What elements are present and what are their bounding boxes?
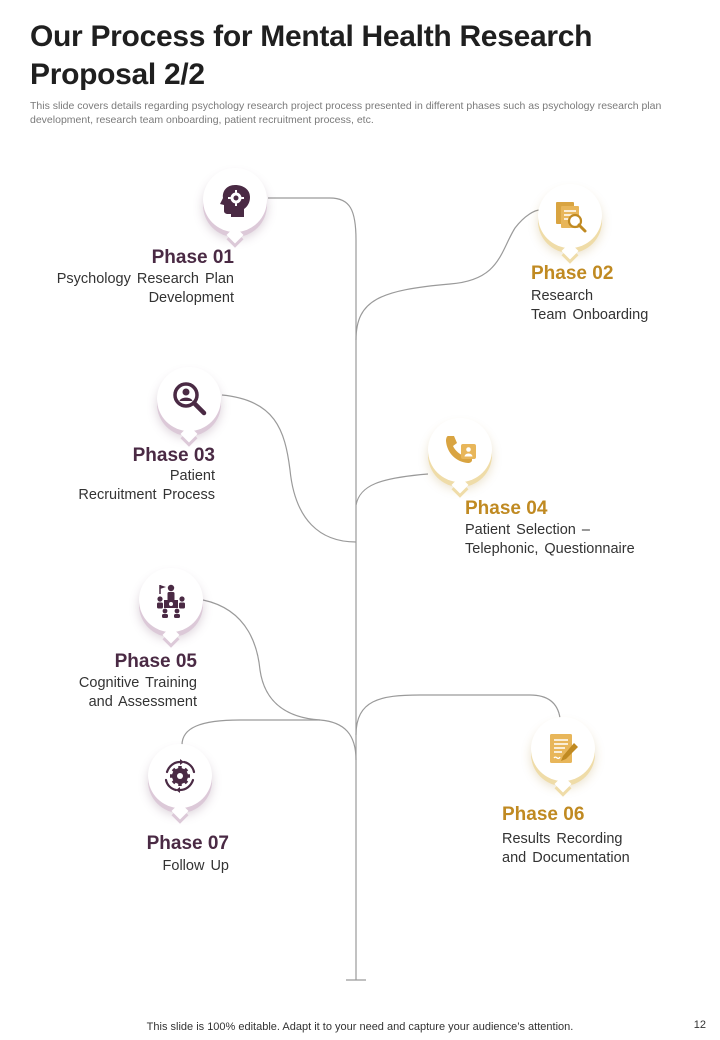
phase-02-desc-line-1: Research (531, 288, 594, 304)
gear-cycle-icon (164, 759, 196, 793)
branch-phase-01 (268, 197, 357, 340)
phase-01-badge (203, 168, 267, 244)
phase-02-desc-line-2: Team Onboarding (531, 307, 649, 323)
branch-phase-07 (181, 719, 320, 746)
phase-06-badge (531, 717, 595, 793)
page-title: Our Process for Mental Health Research P… (30, 20, 593, 91)
phase-02-title: Phase 02 (531, 263, 614, 284)
phase-04-desc-line-1: Patient Selection – (465, 522, 590, 538)
branch-phase-06 (355, 694, 561, 736)
phase-04-title: Phase 04 (465, 498, 548, 519)
person-search-icon (173, 382, 207, 416)
phase-02-badge (538, 184, 602, 260)
phase-01-desc-line-2: Development (148, 290, 234, 306)
phase-06-desc-line-2: and Documentation (502, 850, 630, 866)
phase-07-badge (148, 744, 212, 820)
branch-phase-05 (202, 599, 357, 761)
document-signing-icon (550, 734, 578, 763)
phase-05-title: Phase 05 (114, 651, 197, 672)
team-presentation-icon (157, 584, 185, 618)
phase-05-desc-line-1: Cognitive Training (78, 675, 197, 691)
branch-phase-03 (221, 394, 357, 543)
phase-04-badge (428, 418, 492, 494)
phase-05-desc-line-2: and Assessment (88, 694, 197, 710)
phase-03-title: Phase 03 (132, 445, 215, 466)
phase-06-title: Phase 06 (502, 804, 585, 825)
phase-03-desc-line-1: Patient (169, 468, 215, 484)
page-subtitle: This slide covers details regarding psyc… (30, 100, 662, 126)
branch-phase-04 (355, 473, 429, 506)
phase-06-desc-line-1: Results Recording (502, 831, 623, 847)
brain-gear-icon (220, 185, 250, 217)
phase-01-title: Phase 01 (151, 247, 234, 268)
phase-07-desc-line-1: Follow Up (162, 858, 229, 874)
phase-03-desc-line-2: Recruitment Process (78, 487, 215, 503)
phase-07-title: Phase 07 (146, 833, 229, 854)
phase-01-desc-line-1: Psychology Research Plan (56, 271, 234, 287)
phase-03-badge (157, 367, 221, 443)
footer-note: This slide is 100% editable. Adapt it to… (146, 1021, 574, 1033)
phone-contact-icon (446, 436, 476, 463)
page-number: 12 (693, 1019, 706, 1031)
phase-04-desc-line-2: Telephonic, Questionnaire (465, 541, 635, 557)
phase-05-badge (139, 568, 203, 644)
documents-magnifier-icon (556, 202, 587, 233)
branch-phase-02 (355, 209, 541, 341)
